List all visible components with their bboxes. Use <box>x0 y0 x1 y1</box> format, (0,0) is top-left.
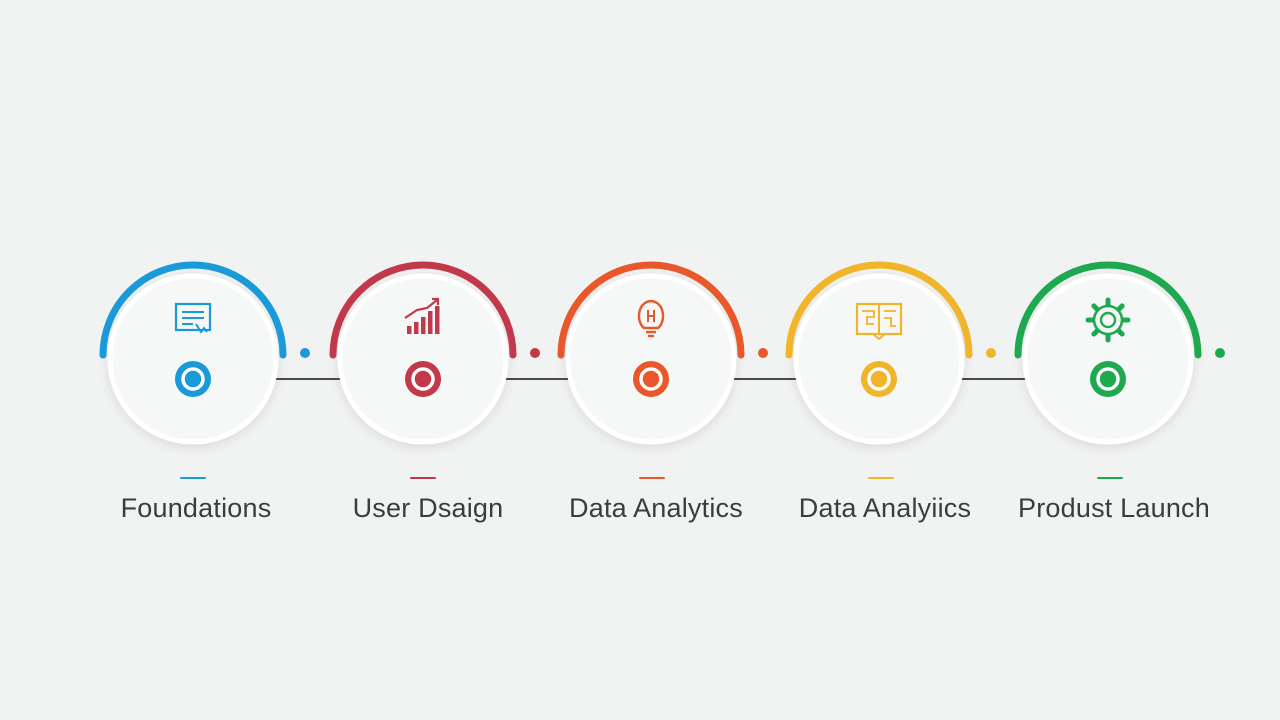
step-arc-data-analytics <box>557 261 745 359</box>
step-node-data-analytics-2 <box>785 261 996 445</box>
step-accent-dot-data-analytics-2 <box>986 348 996 358</box>
step-dash-4 <box>868 477 894 479</box>
step-arc-data-analytics-2 <box>785 261 973 359</box>
step-dash-1 <box>180 477 206 479</box>
step-label-data-analytics-2: Data Analyiics <box>798 493 972 523</box>
step-node-foundations <box>99 261 310 445</box>
step-card-data-analytics <box>565 273 737 445</box>
step-accent-dot-user-design <box>530 348 540 358</box>
step-marker-foundations <box>175 361 211 397</box>
step-label-product-launch: Produst Launch <box>1018 493 1210 523</box>
step-label-data-analytics: Data Analytics <box>569 493 743 523</box>
step-dash-5 <box>1097 477 1123 479</box>
step-marker-user-design <box>405 361 441 397</box>
gear-icon <box>1085 297 1131 343</box>
step-arc-user-design <box>329 261 517 359</box>
step-node-data-analytics <box>557 261 768 445</box>
step-marker-product-launch <box>1090 361 1126 397</box>
bar-chart-icon <box>404 297 440 334</box>
step-card-user-design <box>337 273 509 445</box>
step-accent-dot-foundations <box>300 348 310 358</box>
step-accent-dot-product-launch <box>1215 348 1225 358</box>
step-label-foundations: Foundations <box>120 493 272 523</box>
step-card-product-launch <box>1022 273 1194 445</box>
lightbulb-icon <box>637 299 665 338</box>
certificate-icon <box>174 302 212 334</box>
step-card-foundations <box>107 273 279 445</box>
step-arc-product-launch <box>1014 261 1202 359</box>
step-node-product-launch <box>1014 261 1225 445</box>
step-accent-dot-data-analytics <box>758 348 768 358</box>
blueprint-book-icon <box>855 302 903 341</box>
step-dash-3 <box>639 477 665 479</box>
step-marker-data-analytics-2 <box>861 361 897 397</box>
step-node-user-design <box>329 261 540 445</box>
step-marker-data-analytics <box>633 361 669 397</box>
step-card-data-analytics-2 <box>793 273 965 445</box>
step-arc-foundations <box>99 261 287 359</box>
step-dash-2 <box>410 477 436 479</box>
step-label-user-design: User Dsaign <box>352 493 504 523</box>
